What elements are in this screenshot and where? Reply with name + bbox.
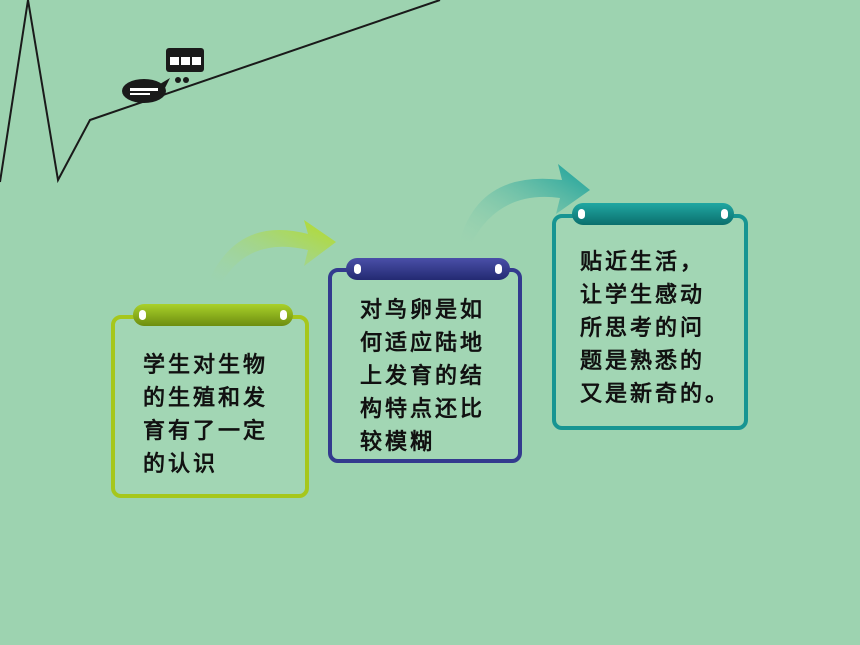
- speech-bubble-icon: [122, 78, 170, 103]
- tab-hole-left: [578, 209, 585, 219]
- arrow-1-icon: [210, 220, 336, 282]
- card-tab: [572, 203, 734, 225]
- card-tab: [133, 304, 293, 326]
- info-card-1: 学生对生物 的生殖和发 育有了一定 的认识: [111, 304, 309, 498]
- tab-hole-left: [139, 310, 146, 320]
- tab-hole-right: [495, 264, 502, 274]
- tab-hole-right: [721, 209, 728, 219]
- tab-hole-left: [354, 264, 361, 274]
- card-tab: [346, 258, 510, 280]
- table-sign-icon: [166, 48, 204, 83]
- card-text: 学生对生物 的生殖和发 育有了一定 的认识: [143, 352, 269, 477]
- arrow-2-icon: [460, 164, 590, 242]
- card-text: 贴近生活， 让学生感动 所思考的问 题是熟悉的 又是新奇的。: [580, 249, 731, 407]
- tab-hole-right: [280, 310, 287, 320]
- info-card-3: 贴近生活， 让学生感动 所思考的问 题是熟悉的 又是新奇的。: [552, 203, 748, 430]
- info-card-2: 对鸟卵是如 何适应陆地 上发育的结 构特点还比 较模糊: [328, 258, 522, 463]
- card-text: 对鸟卵是如 何适应陆地 上发育的结 构特点还比 较模糊: [360, 297, 486, 455]
